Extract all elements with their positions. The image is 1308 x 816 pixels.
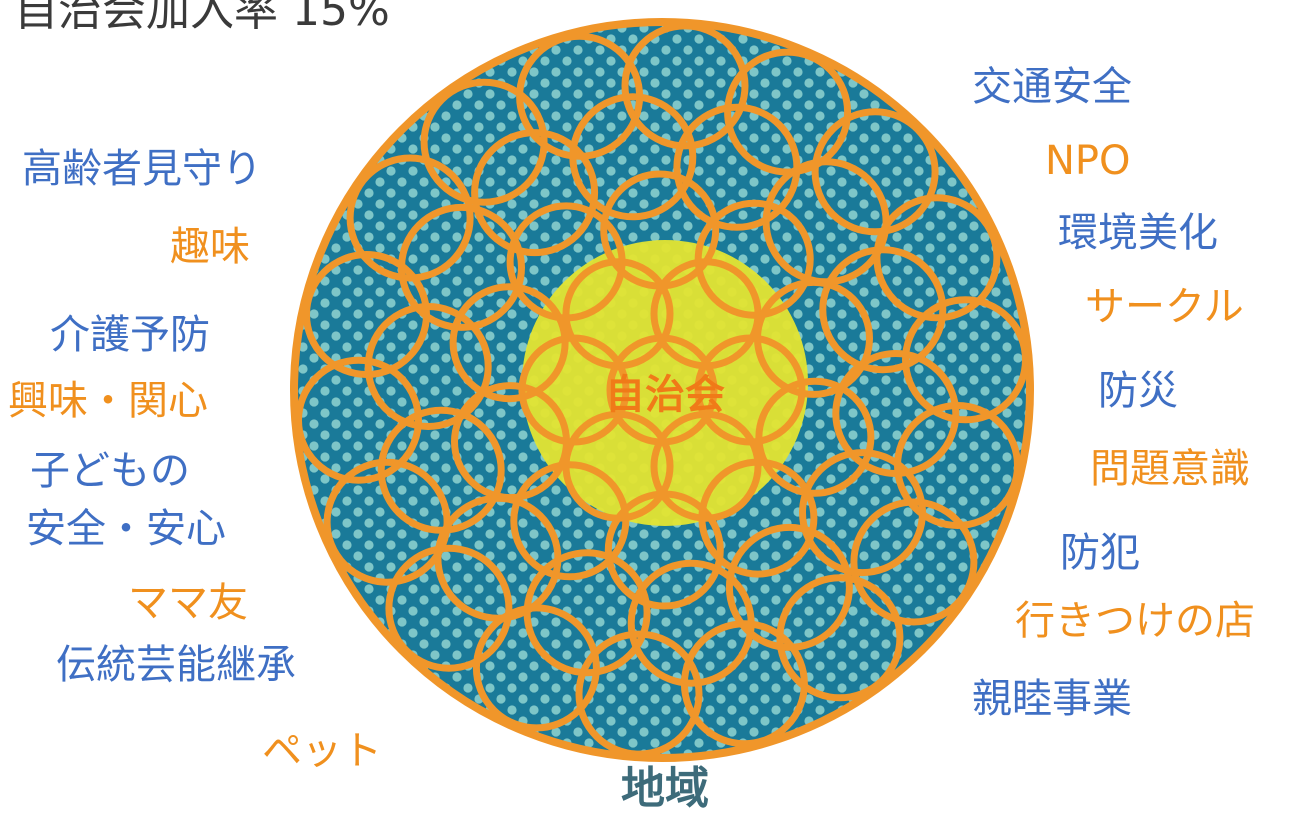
- ring-0-1: [650, 410, 762, 522]
- ring-3-10: [346, 154, 474, 282]
- ring-1-0: [755, 377, 875, 497]
- right-label-1: NPO: [1045, 138, 1131, 184]
- left-label-8: ペット: [262, 728, 382, 774]
- title: 自治会加入率 15%: [14, 0, 390, 36]
- right-label-4: 防災: [1098, 368, 1178, 414]
- ring-3-3: [680, 620, 808, 748]
- left-label-3: 興味・関心: [8, 378, 208, 424]
- ring-3-1: [850, 498, 978, 626]
- ring-1-2: [604, 490, 724, 610]
- ring-3-16: [873, 194, 1001, 322]
- right-label-2: 環境美化: [1058, 210, 1218, 256]
- ring-0-4: [562, 258, 674, 370]
- ring-3-12: [516, 32, 644, 160]
- ring-1-5: [449, 283, 569, 403]
- ring-1-1: [698, 458, 818, 578]
- right-label-7: 行きつけの店: [1015, 598, 1255, 644]
- ring-3-7: [323, 458, 451, 586]
- ring-3-5: [472, 604, 600, 732]
- left-label-7: 伝統芸能継承: [56, 642, 296, 688]
- ring-3-14: [724, 48, 852, 176]
- ring-3-17: [902, 296, 1029, 424]
- right-label-3: サークル: [1085, 284, 1244, 330]
- ring-1-6: [506, 202, 626, 322]
- ring-1-7: [600, 170, 720, 290]
- left-label-0: 高齢者見守り: [22, 146, 262, 192]
- right-label-5: 問題意識: [1090, 446, 1250, 492]
- center-label: 自治会: [605, 372, 725, 418]
- bottom-label: 地域: [621, 763, 709, 814]
- ring-2-13: [819, 246, 947, 374]
- ring-1-8: [694, 199, 814, 319]
- ring-1-3: [510, 461, 630, 581]
- left-label-6: ママ友: [128, 580, 248, 626]
- ring-3-6: [385, 544, 513, 672]
- left-label-5: 安全・安心: [26, 506, 226, 552]
- right-label-8: 親睦事業: [972, 676, 1132, 722]
- ring-3-8: [295, 356, 422, 484]
- ring-3-15: [811, 108, 939, 236]
- left-label-1: 趣味: [170, 224, 250, 270]
- left-label-2: 介護予防: [50, 312, 210, 358]
- right-label-0: 交通安全: [972, 64, 1132, 110]
- ring-3-4: [575, 630, 703, 758]
- ring-3-13: [621, 22, 749, 150]
- left-label-4: 子どもの: [30, 448, 190, 494]
- right-label-6: 防犯: [1060, 530, 1140, 576]
- ring-2-6: [377, 406, 505, 534]
